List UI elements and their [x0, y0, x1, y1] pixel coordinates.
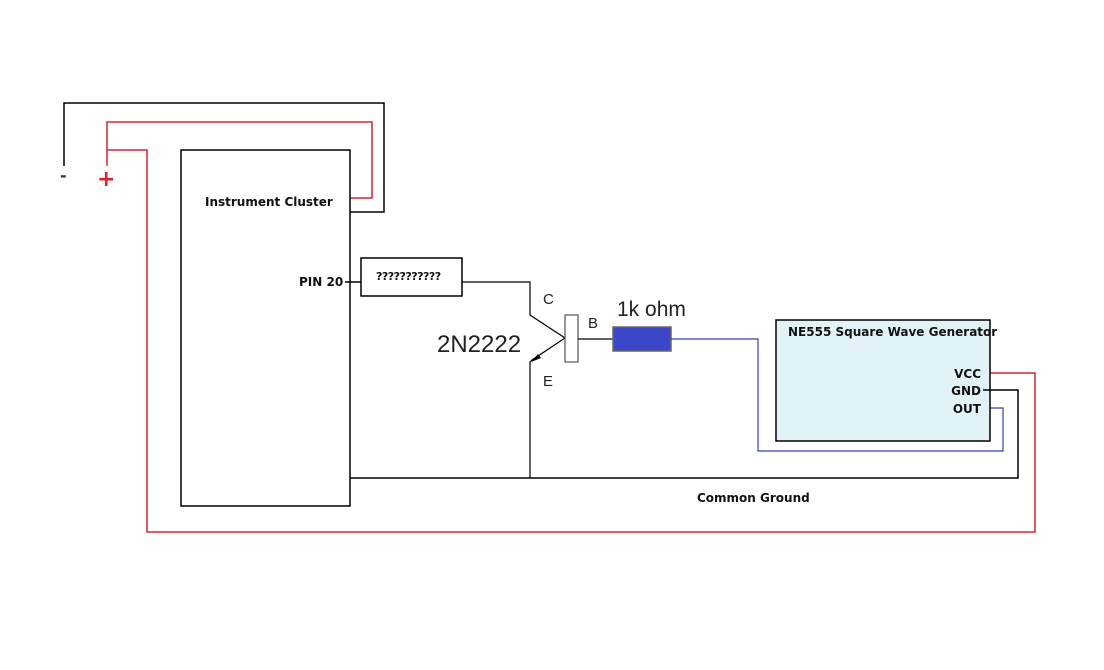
- negative-supply-wire: [63, 102, 385, 213]
- ne555-pin-out: OUT: [953, 402, 982, 416]
- unknown-component-box: [360, 257, 463, 297]
- unknown-component-label: ???????????: [376, 270, 441, 283]
- common-ground-wire: [350, 389, 1019, 479]
- common-ground-label: Common Ground: [697, 491, 810, 505]
- battery-negative-terminal: -: [60, 166, 67, 185]
- transistor-base-bar: [564, 314, 579, 363]
- battery-positive-terminal: +: [97, 167, 115, 192]
- positive-supply-wire-ne555: [107, 149, 1036, 533]
- ne555-pin-vcc: VCC: [954, 367, 981, 381]
- base-label: B: [588, 315, 598, 332]
- emitter-label: E: [543, 373, 553, 390]
- pin-20-label: PIN 20: [299, 275, 343, 289]
- ne555-box: [775, 319, 991, 442]
- instrument-cluster-title: Instrument Cluster: [205, 195, 333, 209]
- instrument-cluster-box: [180, 149, 351, 507]
- collector-wire: [462, 281, 566, 339]
- signal-wire: [671, 338, 1004, 452]
- emitter-wire: [529, 337, 566, 478]
- collector-label: C: [543, 291, 554, 308]
- transistor-part-number: 2N2222: [437, 331, 521, 358]
- resistor-1k: [612, 326, 672, 352]
- ne555-title: NE555 Square Wave Generator: [788, 325, 997, 339]
- resistor-label: 1k ohm: [617, 298, 686, 321]
- ne555-pin-gnd: GND: [951, 384, 981, 398]
- positive-supply-wire-cluster: [106, 121, 373, 199]
- emitter-arrow-icon: [531, 354, 541, 362]
